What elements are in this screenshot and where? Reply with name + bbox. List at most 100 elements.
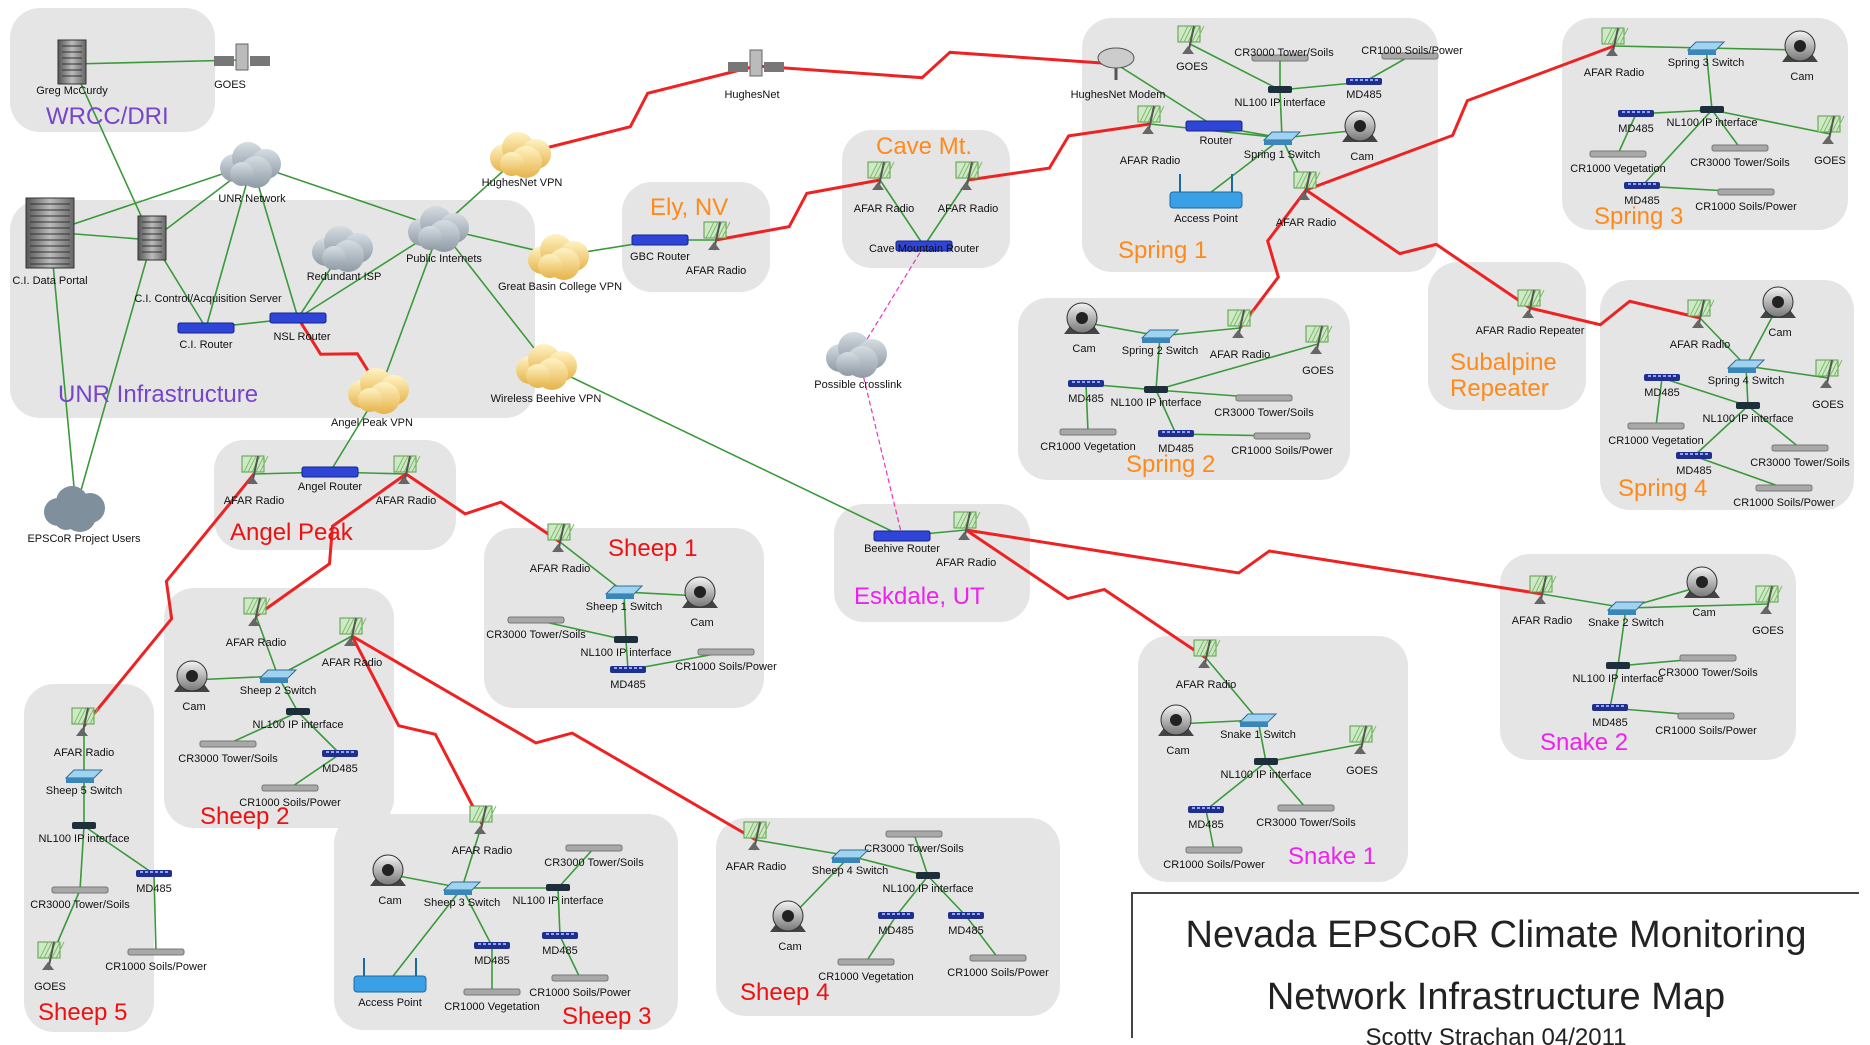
node-sn1_md485: MD485 bbox=[1188, 806, 1224, 831]
node-s1_ap: Access Point bbox=[1169, 174, 1243, 225]
node-sh1_radio: AFAR Radio bbox=[530, 523, 590, 575]
node-label: Sheep 5 Switch bbox=[46, 785, 122, 797]
node-label: Snake 1 Switch bbox=[1220, 729, 1296, 741]
md485-icon bbox=[1346, 78, 1382, 85]
node-label: AFAR Radio bbox=[224, 495, 285, 507]
node-sh4_cam: Cam bbox=[770, 900, 806, 953]
node-label: AFAR Radio bbox=[1120, 155, 1181, 167]
antenna-icon bbox=[1815, 359, 1843, 389]
node-sn1_nl100: NL100 IP interface bbox=[1221, 758, 1311, 781]
logger-icon bbox=[1717, 188, 1775, 196]
wired-link bbox=[79, 825, 85, 891]
wired-link bbox=[559, 541, 625, 593]
node-label: Beehive Router bbox=[864, 543, 940, 555]
antenna-icon bbox=[1755, 585, 1783, 615]
logger-icon bbox=[463, 988, 521, 996]
node-s4_switch: Spring 4 Switch bbox=[1708, 359, 1784, 387]
node-sn2_cr1000: CR1000 Soils/Power bbox=[1655, 712, 1757, 737]
switch-icon bbox=[604, 585, 644, 599]
node-ci_router: C.I. Router bbox=[177, 322, 235, 351]
node-label: CR1000 Soils/Power bbox=[1655, 725, 1757, 737]
node-label: AFAR Radio bbox=[322, 657, 383, 669]
server-icon bbox=[137, 215, 167, 261]
router-icon bbox=[269, 312, 327, 324]
nl100-icon bbox=[1700, 106, 1724, 113]
node-label: MD485 bbox=[1676, 465, 1711, 477]
md485-icon bbox=[322, 750, 358, 757]
ap-icon bbox=[353, 958, 427, 993]
radio-link bbox=[965, 528, 1543, 596]
antenna-icon bbox=[1193, 639, 1221, 669]
node-label: Angel Router bbox=[298, 481, 363, 493]
wired-link bbox=[1711, 109, 1741, 149]
node-unr_net: UNR Network bbox=[218, 142, 286, 205]
node-label: AFAR Radio bbox=[936, 557, 997, 569]
antenna-icon bbox=[743, 821, 771, 851]
node-sn1_cam: Cam bbox=[1158, 704, 1194, 757]
switch-icon bbox=[1262, 131, 1302, 145]
logger-icon bbox=[1185, 846, 1243, 854]
radio-link bbox=[255, 472, 407, 618]
wired-link bbox=[865, 915, 897, 963]
node-s1_nl100: NL100 IP interface bbox=[1235, 86, 1325, 109]
node-s4_cr1000v: CR1000 Vegetation bbox=[1608, 422, 1704, 447]
antenna-icon bbox=[703, 221, 731, 251]
satellite-icon bbox=[214, 43, 270, 71]
wired-link bbox=[927, 875, 967, 917]
node-label: GOES bbox=[1812, 399, 1844, 411]
node-sh5_nl100: NL100 IP interface bbox=[39, 822, 129, 845]
node-s4_goes: GOES bbox=[1812, 359, 1844, 411]
node-sh3_ap: Access Point bbox=[353, 958, 427, 1009]
camera-icon bbox=[174, 660, 210, 692]
nl100-icon bbox=[1268, 86, 1292, 93]
node-s1_radio1: AFAR Radio bbox=[1120, 105, 1181, 167]
node-s1_md485: MD485 bbox=[1346, 78, 1382, 101]
logger-icon bbox=[565, 844, 623, 852]
node-sh2_radio2: AFAR Radio bbox=[322, 617, 383, 669]
node-label: CR1000 Vegetation bbox=[1608, 435, 1703, 447]
node-label: Cam bbox=[778, 941, 801, 953]
switch-icon bbox=[258, 669, 298, 683]
node-label: UNR Network bbox=[218, 193, 286, 205]
node-label: GBC Router bbox=[630, 251, 690, 263]
node-sh4_radio: AFAR Radio bbox=[726, 821, 786, 873]
radio-link bbox=[967, 122, 1151, 182]
node-label: MD485 bbox=[1618, 123, 1653, 135]
node-sn2_cam: Cam bbox=[1684, 566, 1720, 619]
wired-link bbox=[1617, 607, 1627, 667]
node-label: Cam bbox=[1768, 327, 1791, 339]
node-sh4_md485a: MD485 bbox=[878, 912, 914, 937]
node-sh2_md485: MD485 bbox=[322, 750, 358, 775]
md485-icon bbox=[1592, 704, 1628, 711]
zone-title-spring3: Spring 3 bbox=[1594, 203, 1683, 230]
node-label: NL100 IP interface bbox=[581, 647, 672, 659]
logger-icon bbox=[697, 648, 755, 656]
node-label: Snake 2 Switch bbox=[1588, 617, 1664, 629]
node-label: Great Basin College VPN bbox=[498, 281, 622, 293]
node-label: Cam bbox=[1790, 71, 1813, 83]
node-label: GOES bbox=[1302, 365, 1334, 377]
switch-icon bbox=[64, 769, 104, 783]
router-icon bbox=[895, 240, 953, 252]
cloud-icon bbox=[826, 332, 887, 378]
node-sh2_cam: Cam bbox=[174, 660, 210, 713]
zone-title-sheep1: Sheep 1 bbox=[608, 535, 697, 562]
node-sh3_switch: Sheep 3 Switch bbox=[424, 881, 500, 909]
node-sh1_switch: Sheep 1 Switch bbox=[586, 585, 662, 613]
node-s3_radio: AFAR Radio bbox=[1584, 27, 1644, 79]
antenna-icon bbox=[469, 805, 497, 835]
dish-icon bbox=[1097, 47, 1135, 80]
logger-icon bbox=[1381, 52, 1439, 60]
wired-link bbox=[1115, 63, 1215, 127]
node-label: MD485 bbox=[542, 945, 577, 957]
node-sh3_md485a: MD485 bbox=[474, 942, 510, 967]
wired-link bbox=[557, 847, 595, 889]
radio-link bbox=[350, 635, 484, 825]
node-label: Cave Mountain Router bbox=[869, 243, 979, 255]
satellite-icon bbox=[728, 49, 784, 77]
node-label: MD485 bbox=[948, 925, 983, 937]
nl100-icon bbox=[614, 636, 638, 643]
node-sh5_md485: MD485 bbox=[136, 870, 172, 895]
node-label: GOES bbox=[1752, 625, 1784, 637]
